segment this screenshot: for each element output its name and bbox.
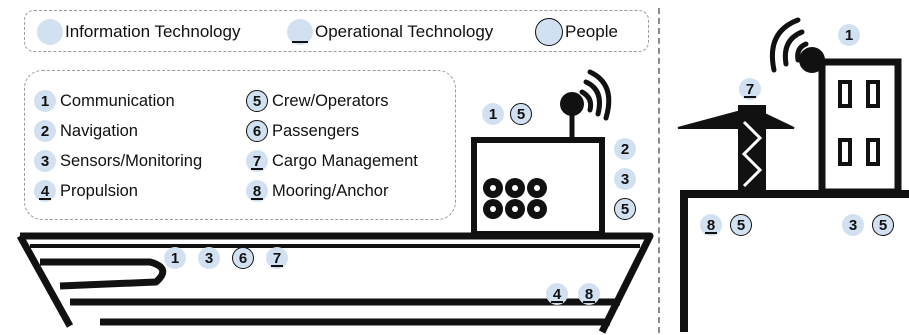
building-wifi-icon	[769, 17, 809, 73]
legend-label: Information Technology	[65, 22, 241, 41]
key-label: Passengers	[272, 121, 360, 140]
ship-stern-badge: 4	[546, 283, 568, 305]
key-number-badge: 7	[246, 150, 268, 172]
key-label: Propulsion	[60, 181, 138, 200]
ship-bridge-side-badge: 2	[614, 138, 636, 160]
port-quay-left-badge: 8	[700, 214, 722, 236]
key-box	[24, 70, 456, 220]
legend-information-technology: Information Technology	[37, 11, 240, 53]
key-label: Mooring/Anchor	[272, 181, 389, 200]
ship-antenna-icon	[560, 92, 584, 116]
key-label: Sensors/Monitoring	[60, 151, 203, 170]
port-quay-right-badge: 5	[872, 214, 894, 236]
ship-bridge-top-badge: 5	[510, 103, 532, 125]
key-number-badge: 3	[34, 150, 56, 172]
key-number-badge: 2	[34, 120, 56, 142]
ship-bridge-side-badge: 5	[614, 198, 636, 220]
building-antenna-icon	[799, 47, 825, 73]
port-building-badge: 1	[838, 24, 860, 46]
ship-bridge-side-badge: 3	[614, 168, 636, 190]
legend-people: People	[535, 11, 618, 53]
ship-deck-badge: 6	[232, 247, 254, 269]
ot-marker-icon	[287, 19, 313, 45]
it-marker-icon	[37, 19, 63, 45]
ship-stern-badge: 8	[578, 283, 600, 305]
legend-label: People	[565, 22, 618, 41]
ship-hull	[16, 232, 654, 334]
port-building	[818, 58, 902, 196]
people-marker-icon	[535, 18, 563, 46]
key-label: Communication	[60, 91, 175, 110]
legend-operational-technology: Operational Technology	[287, 11, 493, 53]
key-number-badge: 5	[246, 90, 268, 112]
section-divider	[658, 8, 660, 333]
ship-wifi-icon	[579, 69, 612, 121]
key-label: Crew/Operators	[272, 91, 389, 110]
key-number-badge: 6	[246, 120, 268, 142]
port-quay-right-badge: 3	[842, 214, 864, 236]
port-quay-left-badge: 5	[730, 214, 752, 236]
crane-icon	[677, 105, 795, 195]
port-crane-badge: 7	[739, 78, 761, 100]
key-label: Navigation	[60, 121, 138, 140]
key-number-badge: 4	[34, 180, 56, 202]
key-number-badge: 8	[246, 180, 268, 202]
legend-label: Operational Technology	[315, 22, 494, 41]
ship-deck-badge: 3	[198, 247, 220, 269]
ship-bridge-top-badge: 1	[482, 103, 504, 125]
legend: Information Technology Operational Techn…	[24, 10, 649, 52]
ship-deck-badge: 7	[266, 247, 288, 269]
ship-deck-badge: 1	[164, 247, 186, 269]
key-number-badge: 1	[34, 90, 56, 112]
key-label: Cargo Management	[272, 151, 418, 170]
port-quay	[680, 190, 909, 332]
